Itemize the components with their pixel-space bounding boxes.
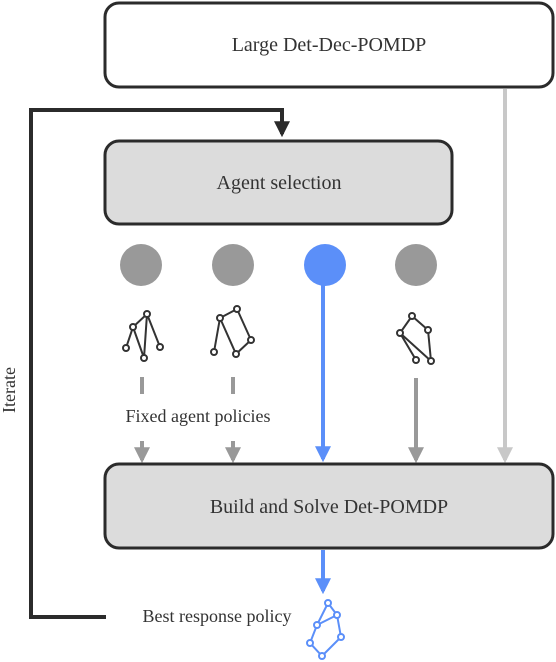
best-response-policy-icon xyxy=(306,599,345,660)
iterate-label: Iterate xyxy=(0,367,19,413)
build-solve-label: Build and Solve Det-POMDP xyxy=(210,496,448,518)
agent-circle-4 xyxy=(395,244,437,286)
agent-selection-label: Agent selection xyxy=(217,172,342,194)
policy-graph-icon xyxy=(396,312,435,365)
top-box: Large Det-Dec-POMDP xyxy=(103,1,555,89)
best-response-label: Best response policy xyxy=(143,606,292,626)
fixed-agent-policies-label: Fixed agent policies xyxy=(126,406,271,426)
top-box-label: Large Det-Dec-POMDP xyxy=(232,34,427,56)
agent-circle-1 xyxy=(120,244,162,286)
build-solve-box: Build and Solve Det-POMDP xyxy=(103,462,555,550)
iterate-loop-arrow xyxy=(29,108,290,619)
agent-circle-2 xyxy=(212,244,254,286)
agent-circle-3-selected xyxy=(304,244,346,286)
policy-graph-icon xyxy=(210,305,255,358)
policy-graph-icon xyxy=(122,310,164,362)
agent-selection-box: Agent selection xyxy=(103,139,454,226)
